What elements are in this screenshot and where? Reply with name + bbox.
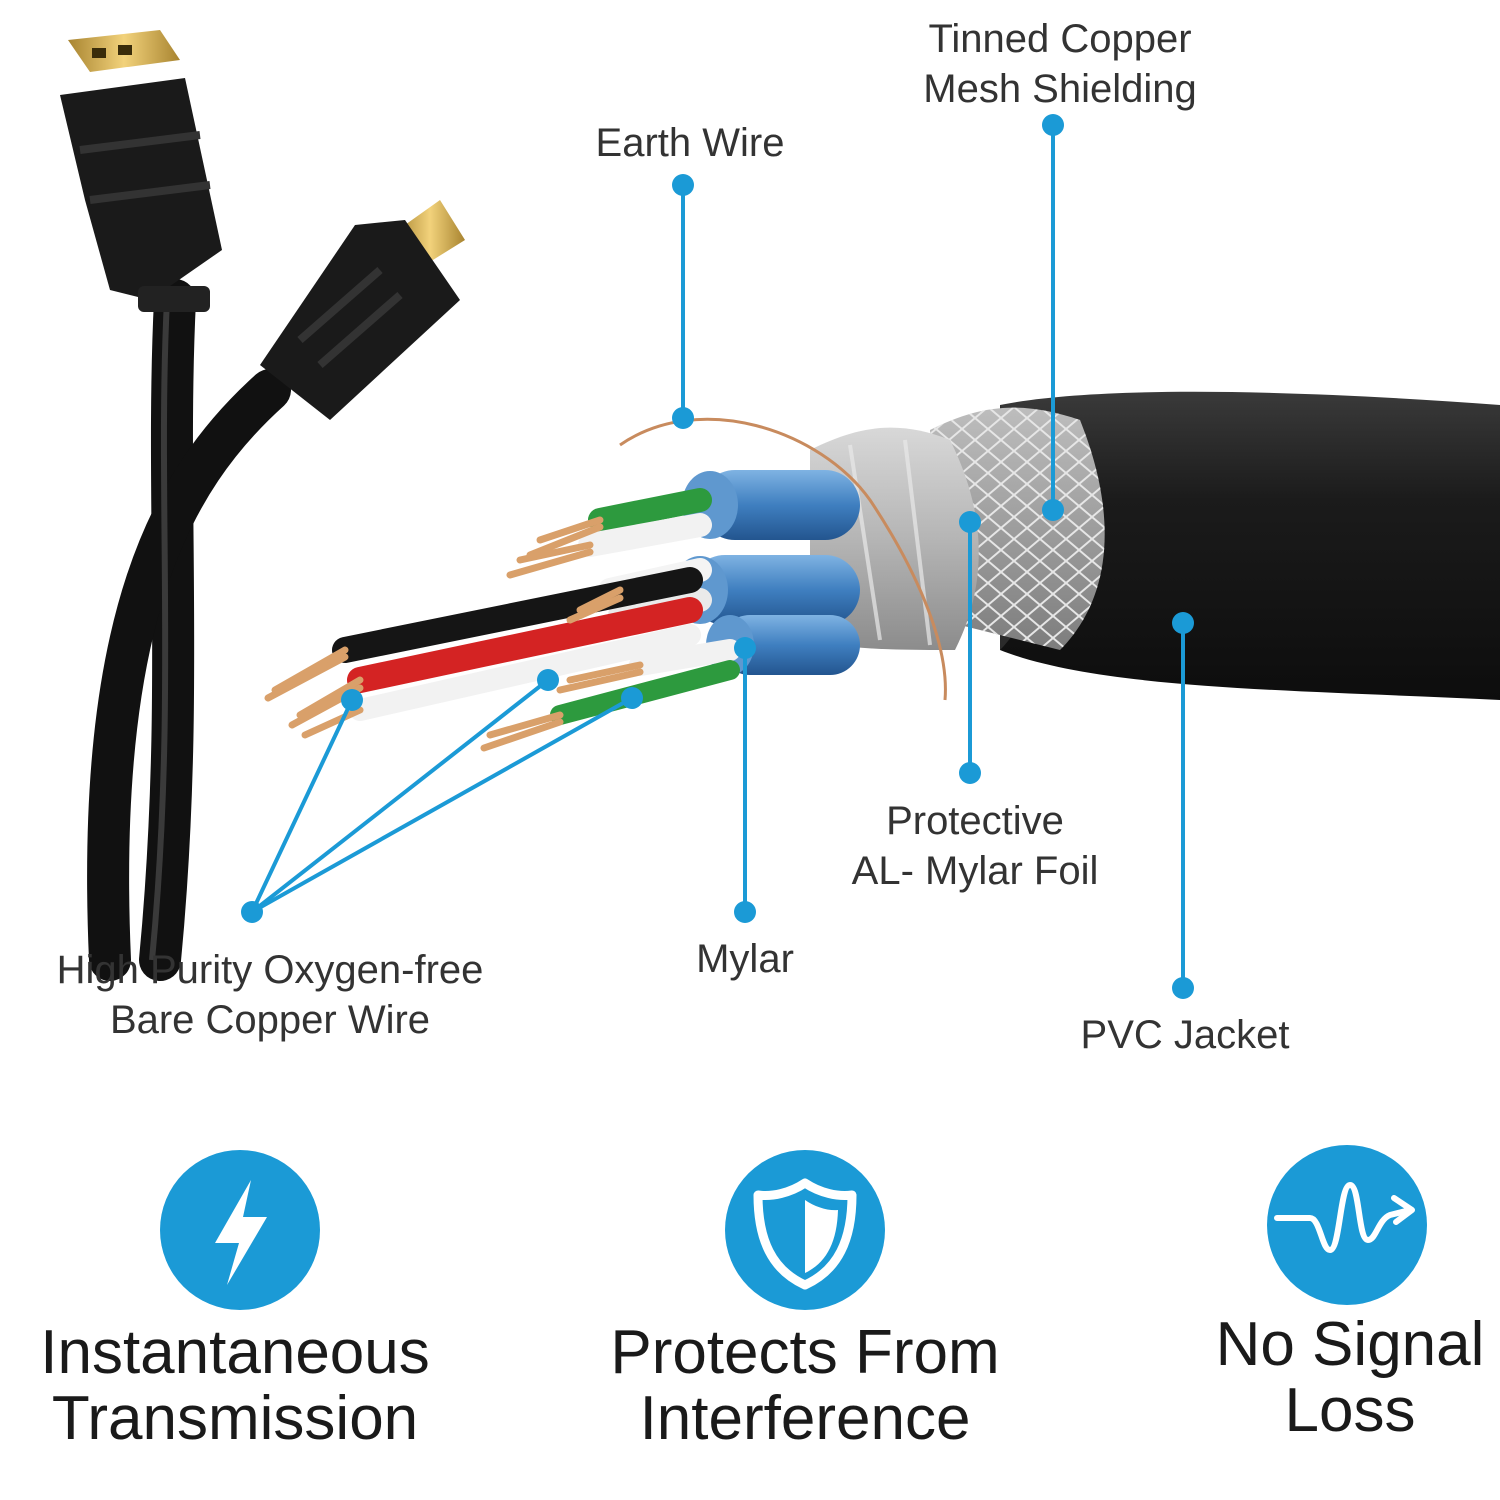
label-protective-foil: Protective AL- Mylar Foil [851,799,1099,893]
earth-wire [619,417,947,701]
label-earth-wire: Earth Wire [595,121,785,165]
label-pvc-jacket: PVC Jacket [1080,1013,1290,1057]
feature-protects-from-interference: Protects From Interference [610,1318,1000,1453]
connector-cables [87,279,291,981]
feature-instantaneous-transmission: Instantaneous Transmission [40,1318,430,1453]
label-tinned-copper-mesh: Tinned Copper Mesh Shielding [923,17,1197,111]
mylar-wrapped-pairs [672,470,860,675]
callout-lines [241,114,1194,999]
micro-hdmi-connector-icon [260,200,465,420]
signal-wave-icon [1267,1145,1427,1305]
label-mylar: Mylar [696,937,794,981]
hdmi-connector-icon [60,30,222,312]
label-copper-wire: High Purity Oxygen-free Bare Copper Wire [56,948,484,1042]
feature-no-signal-loss: No Signal Loss [1215,1310,1485,1445]
lightning-icon [160,1150,320,1310]
inner-conductors [332,488,741,725]
shield-icon [725,1150,885,1310]
bare-copper-wire-ends [264,516,644,752]
